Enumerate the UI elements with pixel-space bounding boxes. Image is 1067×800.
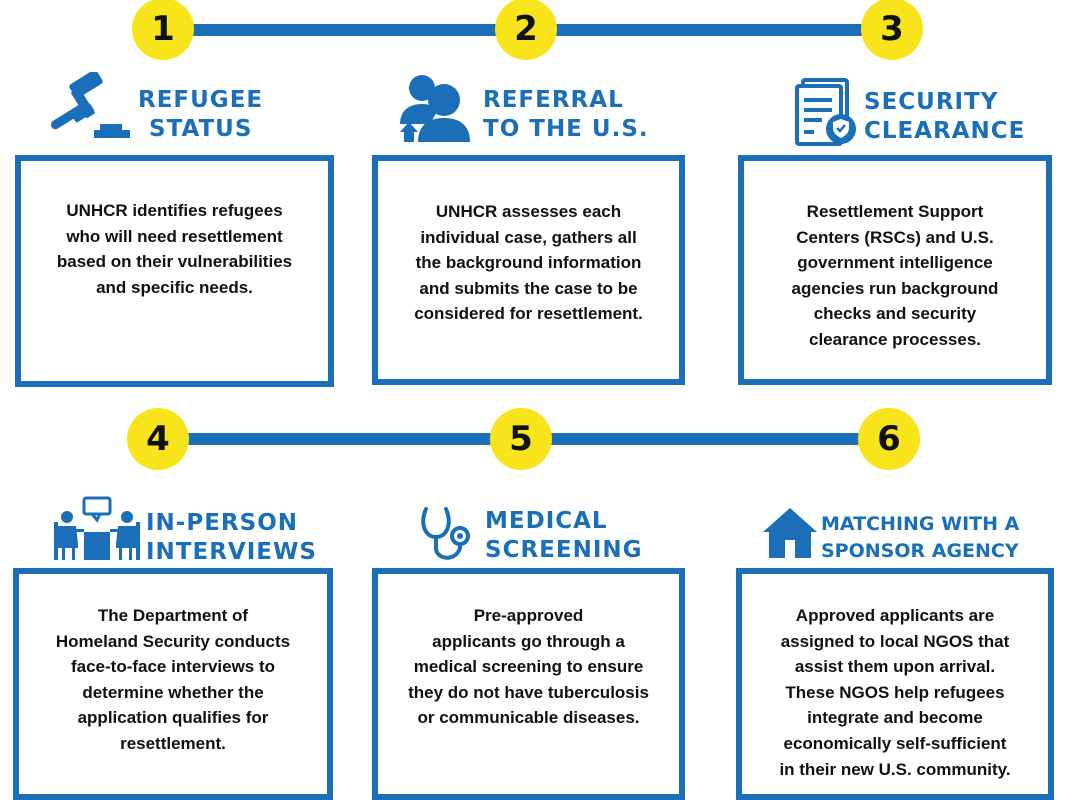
step-6-box: Approved applicants are assigned to loca…: [736, 568, 1054, 800]
step-5-title-line-1: MEDICAL: [485, 508, 608, 534]
step-4-title-line-1: IN-PERSON: [146, 510, 298, 536]
step-4-description-line: The Department of: [97, 606, 249, 625]
step-5-description-line: Pre-approved: [473, 606, 584, 625]
step-2-description-line: individual case, gathers all: [420, 227, 637, 247]
step-5-title-line-2: SCREENING: [485, 537, 643, 563]
step-5-title: MEDICAL SCREENING: [485, 507, 643, 565]
step-5-description-line: or communicable diseases.: [417, 708, 640, 728]
step-2-title-line-2: TO THE U.S.: [483, 116, 649, 142]
step-4-description-line: determine whether the: [82, 682, 264, 702]
step-6-description-line: assigned to local NGOS that: [780, 631, 1010, 651]
step-3-box: Resettlement Support Centers (RSCs) and …: [738, 155, 1052, 385]
step-4-description-line: resettlement.: [120, 733, 226, 753]
step-4-box: The Department of Homeland Security cond…: [13, 568, 333, 800]
interview-icon: [54, 496, 140, 560]
step-6-number: 6: [858, 408, 920, 470]
step-1-title: REFUGEE STATUS: [138, 86, 263, 144]
step-3-description-line: checks and security: [813, 304, 977, 324]
connector-line-5-6: [545, 433, 867, 445]
step-5-description-line: medical screening to ensure: [413, 657, 644, 677]
step-2-description-line: considered for resettlement.: [414, 304, 643, 324]
step-4-title-line-2: INTERVIEWS: [146, 539, 317, 565]
step-6-title-line-1: MATCHING WITH A: [821, 513, 1020, 535]
step-1-box: UNHCR identifies refugees who will need …: [15, 155, 334, 387]
step-4-number: 4: [127, 408, 189, 470]
step-6-description-line: Approved applicants are: [795, 606, 995, 625]
step-5-description-line: applicants go through a: [432, 631, 625, 651]
house-icon: [763, 508, 817, 558]
step-1-description-line: who will need resettlement: [66, 226, 283, 246]
connector-line-4-5: [180, 433, 500, 445]
step-2-title: REFERRAL TO THE U.S.: [483, 86, 649, 144]
step-4-description: The Department of Homeland Security cond…: [56, 603, 290, 794]
step-4-title: IN-PERSON INTERVIEWS: [146, 509, 317, 567]
gavel-icon: [50, 72, 130, 138]
step-1-description-line: and specific needs.: [96, 277, 253, 297]
step-3-title-line-1: SECURITY: [864, 89, 999, 115]
step-1-title-line-2: STATUS: [149, 116, 253, 142]
step-1-description-line: UNHCR identifies refugees: [66, 201, 283, 220]
connector-line-2-3: [548, 24, 870, 36]
stethoscope-icon: [421, 507, 470, 560]
referral-people-icon: [400, 75, 470, 142]
step-6-description-line: economically self-sufficient: [783, 733, 1007, 753]
step-2-title-line-1: REFERRAL: [483, 87, 624, 113]
step-1-title-line-1: REFUGEE: [138, 87, 264, 113]
step-6-description-line: assist them upon arrival.: [794, 657, 996, 677]
step-6-title: MATCHING WITH A SPONSOR AGENCY: [821, 511, 1019, 565]
step-5-number: 5: [490, 408, 552, 470]
step-2-description-line: and submits the case to be: [419, 278, 638, 298]
security-document-icon: [795, 78, 856, 146]
step-4-description-line: application qualifies for: [77, 708, 269, 728]
step-5-description: Pre-approved applicants go through a med…: [408, 603, 649, 794]
step-5-box: Pre-approved applicants go through a med…: [372, 568, 685, 800]
step-6-description-line: in their new U.S. community.: [779, 759, 1011, 779]
step-1-description: UNHCR identifies refugees who will need …: [57, 198, 292, 381]
step-5-description-line: they do not have tuberculosis: [408, 682, 649, 702]
step-3-title: SECURITY CLEARANCE: [864, 88, 1025, 146]
step-3-number: 3: [861, 0, 923, 60]
step-3-description-line: government intelligence: [797, 253, 993, 273]
step-2-description: UNHCR assesses each individual case, gat…: [414, 199, 643, 379]
step-3-description-line: Resettlement Support: [806, 202, 984, 221]
step-6-description-line: integrate and become: [807, 708, 983, 728]
step-2-description-line: the background information: [415, 253, 642, 273]
step-3-description: Resettlement Support Centers (RSCs) and …: [792, 199, 999, 379]
step-4-description-line: face-to-face interviews to: [70, 657, 276, 677]
step-4-description-line: Homeland Security conducts: [55, 631, 291, 651]
step-6-title-line-2: SPONSOR AGENCY: [821, 540, 1019, 562]
step-2-number: 2: [495, 0, 557, 60]
step-6-description: Approved applicants are assigned to loca…: [779, 603, 1010, 794]
step-2-description-line: UNHCR assesses each: [435, 202, 622, 221]
step-3-description-line: agencies run background: [791, 278, 999, 298]
connector-line-1-2: [185, 24, 505, 36]
step-1-description-line: based on their vulnerabilities: [56, 252, 293, 272]
step-1-number: 1: [132, 0, 194, 60]
step-3-description-line: clearance processes.: [808, 329, 981, 349]
step-3-description-line: Centers (RSCs) and U.S.: [796, 227, 994, 247]
step-2-box: UNHCR assesses each individual case, gat…: [372, 155, 685, 385]
step-3-title-line-2: CLEARANCE: [864, 118, 1026, 144]
step-6-description-line: These NGOS help refugees: [785, 682, 1005, 702]
